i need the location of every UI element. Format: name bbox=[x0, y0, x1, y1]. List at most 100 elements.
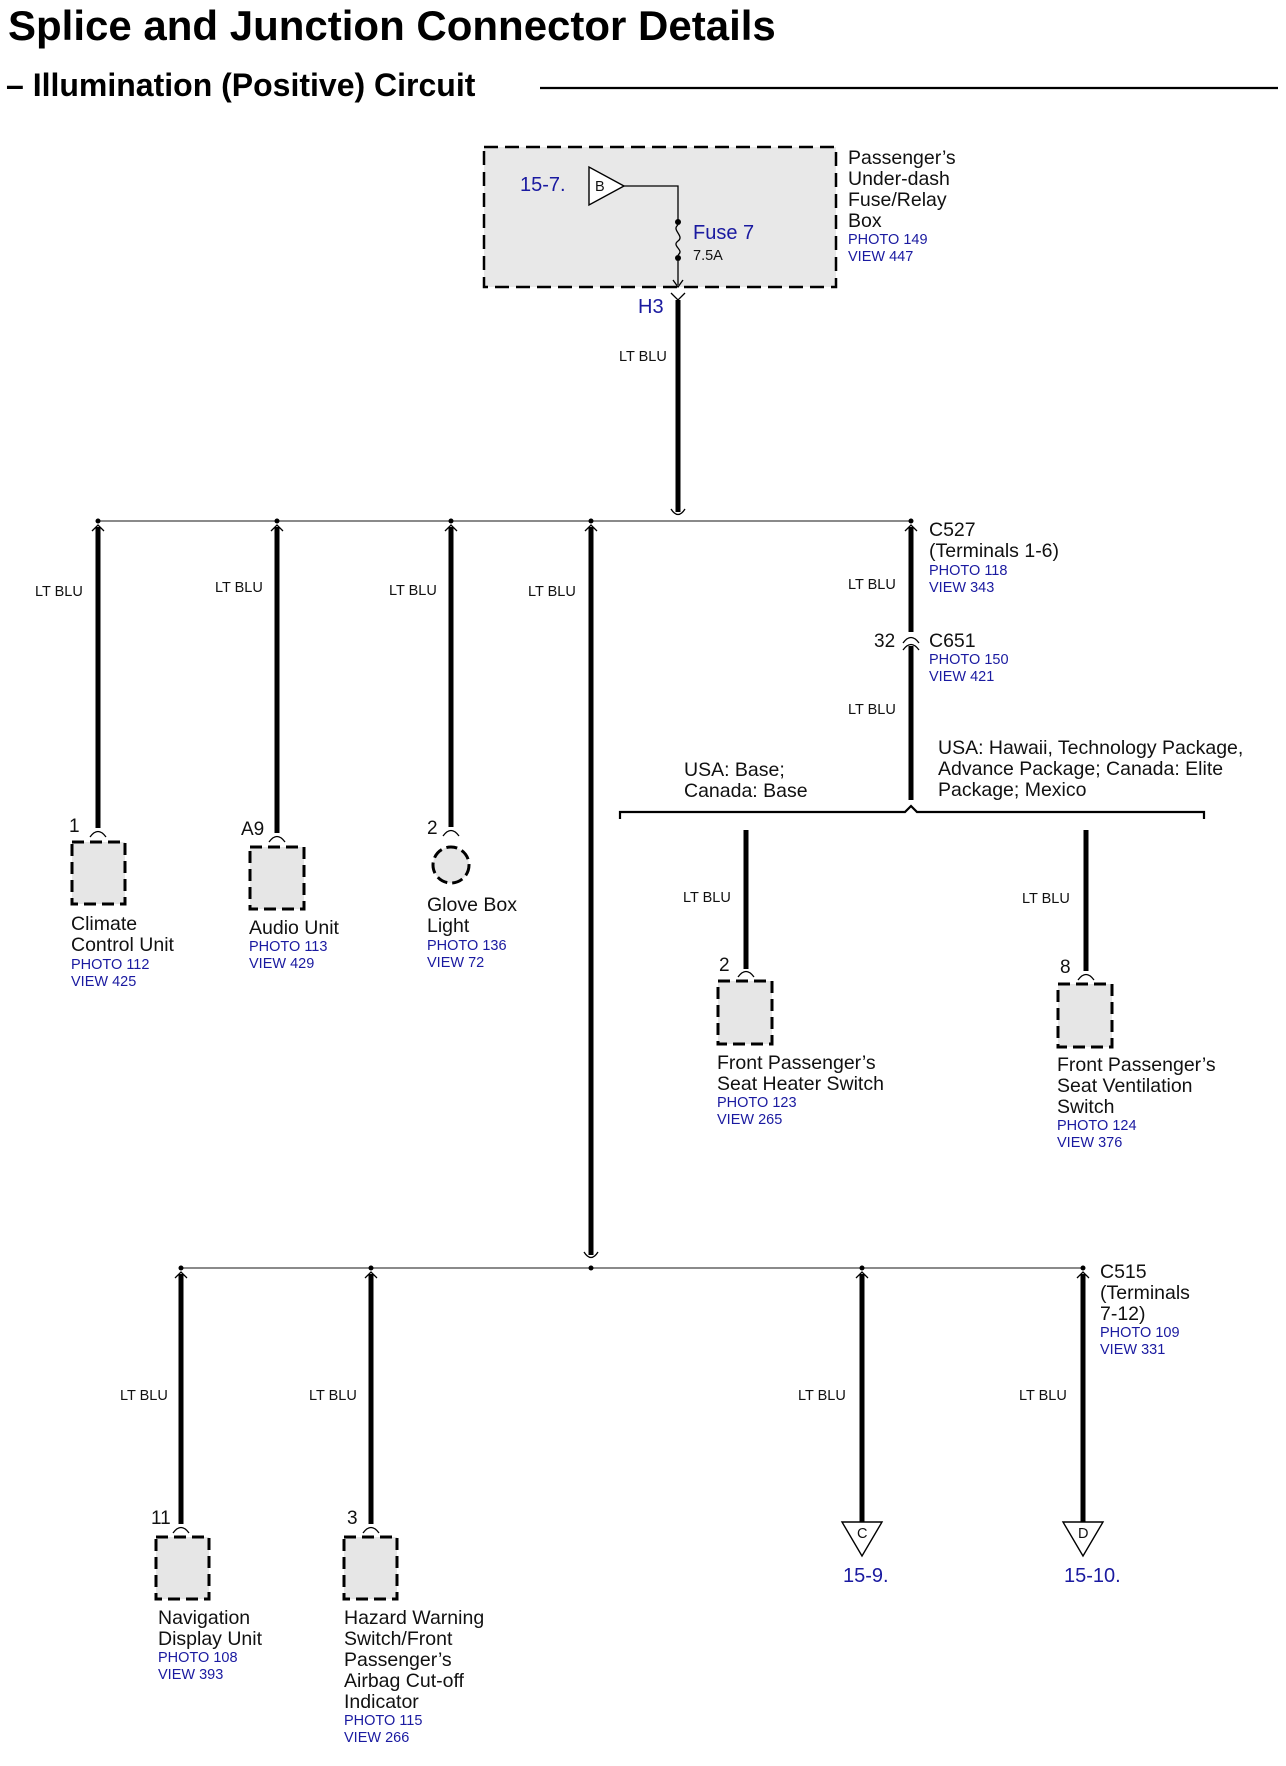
hazard-view: VIEW 266 bbox=[344, 1730, 409, 1746]
c527-view: VIEW 343 bbox=[929, 580, 994, 596]
offpage-d-wire-color: LT BLU bbox=[1019, 1388, 1067, 1404]
c515-connector bbox=[1076, 1271, 1090, 1279]
glovebox-view: VIEW 72 bbox=[427, 955, 484, 971]
source-terminal-label: B bbox=[595, 179, 605, 195]
seat-vent-label-2: Seat Ventilation bbox=[1057, 1075, 1193, 1097]
climate-label-1: Climate bbox=[71, 913, 137, 935]
fuse-box-label-1: Passenger’s bbox=[848, 147, 956, 169]
hazard-label-4: Airbag Cut-off bbox=[344, 1670, 465, 1692]
splice-point bbox=[908, 518, 914, 524]
audio-wire-color: LT BLU bbox=[215, 580, 263, 596]
hazard-pin: 3 bbox=[347, 1508, 358, 1529]
seat-heater-wire-color: LT BLU bbox=[683, 890, 731, 906]
seat-vent-label-1: Front Passenger’s bbox=[1057, 1054, 1216, 1076]
audio-photo: PHOTO 113 bbox=[249, 939, 327, 955]
seat-heater-connector bbox=[737, 970, 755, 978]
hazard-wire-color: LT BLU bbox=[309, 1388, 357, 1404]
c651-wire-color: LT BLU bbox=[848, 702, 896, 718]
fuse-relay-box bbox=[482, 145, 838, 289]
seat-vent-wire-color: LT BLU bbox=[1022, 891, 1070, 907]
hazard-label-1: Hazard Warning bbox=[344, 1607, 484, 1629]
page-title: Splice and Junction Connector Details bbox=[8, 2, 776, 49]
splice-point bbox=[859, 1265, 865, 1271]
splice-point bbox=[178, 1265, 184, 1271]
wire-connector-top bbox=[174, 1271, 188, 1279]
variant-left-2: Canada: Base bbox=[684, 780, 808, 802]
glovebox-light-bulb bbox=[431, 845, 471, 885]
offpage-c-ref[interactable]: 15-9. bbox=[843, 1565, 889, 1587]
c651-pin: 32 bbox=[874, 631, 895, 652]
hazard-connector bbox=[362, 1526, 380, 1534]
wire-connector-top bbox=[444, 524, 458, 532]
fuse-symbol bbox=[675, 224, 681, 256]
nav-label-2: Display Unit bbox=[158, 1628, 263, 1650]
climate-connector bbox=[89, 830, 107, 838]
c527-connector bbox=[904, 524, 918, 532]
c515-view: VIEW 331 bbox=[1100, 1342, 1165, 1358]
wire-connector-top bbox=[270, 524, 284, 532]
nav-photo: PHOTO 108 bbox=[158, 1650, 238, 1666]
c527-wire-color: LT BLU bbox=[848, 577, 896, 593]
offpage-c-triangle bbox=[840, 1521, 884, 1558]
climate-pin: 1 bbox=[69, 816, 80, 837]
source-terminal-triangle bbox=[588, 165, 626, 207]
audio-connector bbox=[268, 835, 286, 843]
seat-vent-photo: PHOTO 124 bbox=[1057, 1118, 1137, 1134]
c651-label: C651 bbox=[929, 630, 976, 652]
nav-view: VIEW 393 bbox=[158, 1667, 223, 1683]
splice-point bbox=[95, 518, 101, 524]
audio-view: VIEW 429 bbox=[249, 956, 314, 972]
glovebox-label-2: Light bbox=[427, 915, 470, 937]
fuse-arrow bbox=[672, 279, 684, 289]
fuse-box-label-3: Fuse/Relay bbox=[848, 189, 947, 211]
fuse-box-view: VIEW 447 bbox=[848, 249, 913, 265]
navigation-display-unit-box bbox=[154, 1535, 211, 1601]
fuse-box-label-2: Under-dash bbox=[848, 168, 950, 190]
fuse-box-photo: PHOTO 149 bbox=[848, 232, 928, 248]
seat-vent-view: VIEW 376 bbox=[1057, 1135, 1122, 1151]
wire-connector-top bbox=[855, 1271, 869, 1279]
hazard-label-2: Switch/Front bbox=[344, 1628, 453, 1650]
offpage-c-letter: C bbox=[857, 1526, 867, 1542]
fuse-box-label-4: Box bbox=[848, 210, 882, 232]
fuse-name: Fuse 7 bbox=[693, 222, 754, 244]
variant-bracket bbox=[618, 804, 1206, 819]
glovebox-photo: PHOTO 136 bbox=[427, 938, 507, 954]
nav-pin: 11 bbox=[151, 1508, 171, 1529]
hazard-photo: PHOTO 115 bbox=[344, 1713, 422, 1729]
offpage-d-letter: D bbox=[1078, 1526, 1088, 1542]
fuse-dot-top bbox=[675, 219, 681, 225]
fuse-dot-bottom bbox=[675, 255, 681, 261]
main-feed-splice bbox=[670, 508, 686, 516]
c651-photo: PHOTO 150 bbox=[929, 652, 1009, 668]
seat-heater-view: VIEW 265 bbox=[717, 1112, 782, 1128]
nav-label-1: Navigation bbox=[158, 1607, 250, 1629]
wire-connector-top bbox=[91, 524, 105, 532]
wire-connector-top bbox=[364, 1271, 378, 1279]
climate-view: VIEW 425 bbox=[71, 974, 136, 990]
variant-right-3: Package; Mexico bbox=[938, 779, 1087, 801]
seat-ventilation-switch-box bbox=[1056, 982, 1114, 1049]
offpage-d-triangle bbox=[1061, 1521, 1105, 1558]
splice-point bbox=[448, 518, 454, 524]
glovebox-connector bbox=[442, 829, 460, 837]
seat-vent-pin: 8 bbox=[1060, 957, 1071, 978]
glovebox-label-1: Glove Box bbox=[427, 894, 517, 916]
nav-connector bbox=[172, 1526, 190, 1534]
c515-label-1: C515 bbox=[1100, 1261, 1147, 1283]
offpage-d-ref[interactable]: 15-10. bbox=[1064, 1565, 1121, 1587]
trunk-splice bbox=[583, 1251, 599, 1259]
audio-unit-box bbox=[248, 845, 306, 911]
fuse-feed-line bbox=[624, 185, 679, 221]
c527-label-1: C527 bbox=[929, 519, 976, 541]
fuse-rating: 7.5A bbox=[693, 248, 723, 264]
page-subtitle: – Illumination (Positive) Circuit bbox=[6, 67, 476, 103]
splice-point bbox=[588, 1265, 594, 1271]
splice-point bbox=[588, 518, 594, 524]
seat-vent-label-3: Switch bbox=[1057, 1096, 1114, 1118]
c651-connector-upper bbox=[902, 636, 920, 644]
fuse-box-output-label: H3 bbox=[638, 296, 664, 318]
offpage-c-wire-color: LT BLU bbox=[798, 1388, 846, 1404]
seat-vent-connector bbox=[1077, 973, 1095, 981]
